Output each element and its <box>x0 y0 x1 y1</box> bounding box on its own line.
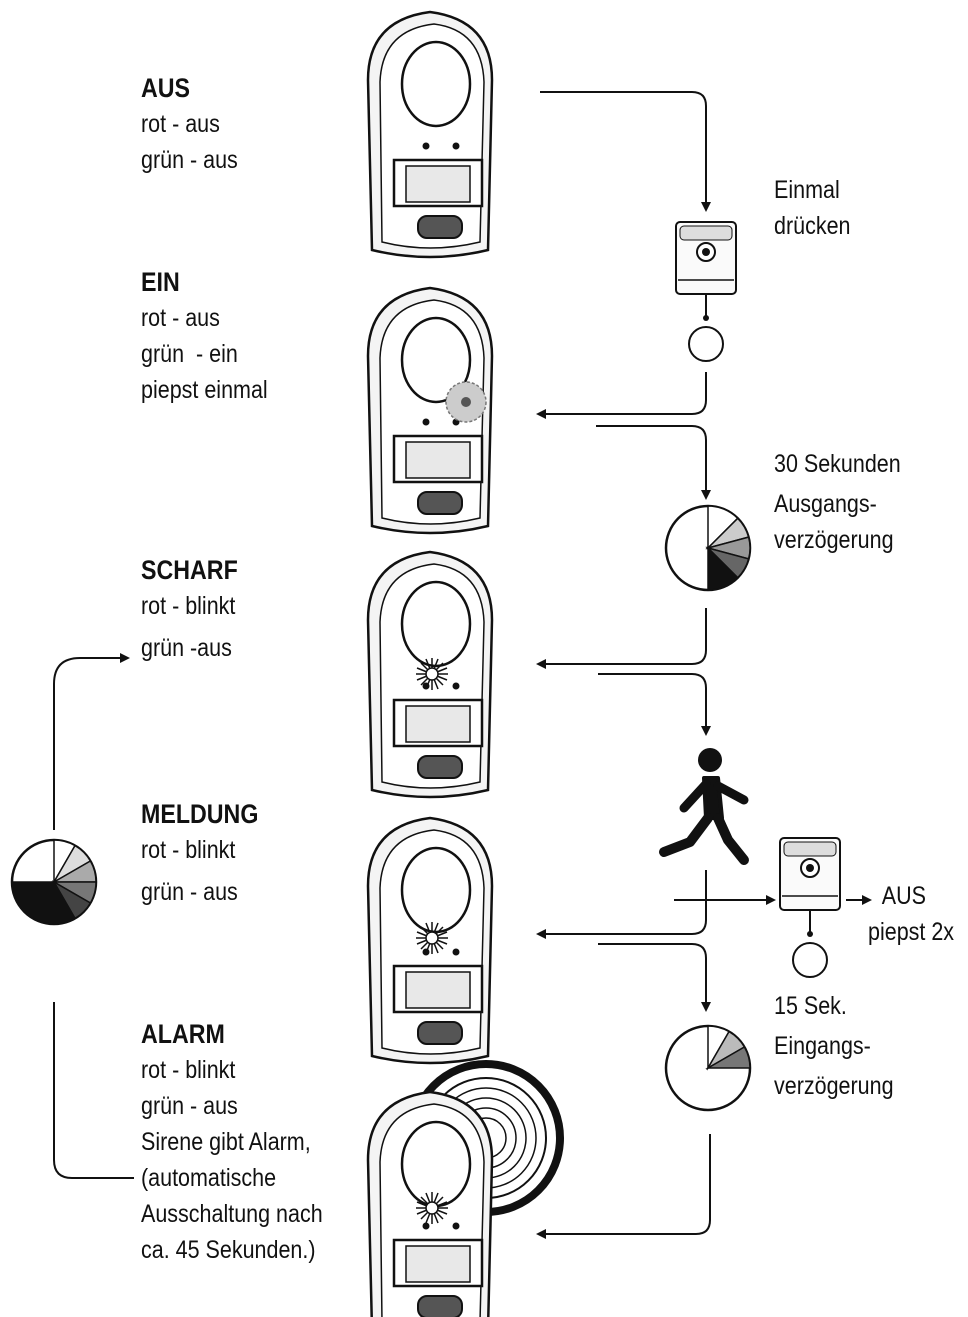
annotation-line: Einmal <box>774 176 840 204</box>
sensor-device-aus <box>366 10 494 259</box>
state-title: MELDUNG <box>141 799 259 829</box>
annotation-line: verzögerung <box>774 526 894 554</box>
state-line: rot - aus <box>141 110 220 138</box>
state-line: rot - blinkt <box>141 592 236 620</box>
state-title: EIN <box>141 267 180 297</box>
annotation-press-once: Einmal drücken <box>774 172 850 244</box>
flow-arrows <box>53 91 872 1239</box>
annotation-exit-delay: 30 Sekunden Ausgangs- verzögerung <box>774 446 901 558</box>
state-line: rot - blinkt <box>141 1056 236 1084</box>
state-line: grün -aus <box>141 634 232 662</box>
state-line: grün - ein <box>141 340 238 368</box>
annotation-line: 15 Sek. <box>774 992 847 1020</box>
alarm-timer-icon <box>10 838 98 926</box>
state-scharf: SCHARF rot - blinkt grün -aus <box>141 552 238 666</box>
annotation-line: AUS <box>881 882 926 910</box>
annotation-entry-delay: 15 Sek. Eingangs- verzögerung <box>774 988 894 1104</box>
remote-control-icon <box>779 837 841 978</box>
state-line: grün - aus <box>141 146 238 174</box>
state-title: AUS <box>141 73 191 103</box>
remote-control-icon <box>675 221 737 362</box>
state-line: piepst einmal <box>141 376 268 404</box>
annotation-line: drücken <box>774 212 851 240</box>
state-line: Sirene gibt Alarm, <box>141 1128 311 1156</box>
state-line: ca. 45 Sekunden.) <box>141 1236 316 1264</box>
state-line: Ausschaltung nach <box>141 1200 323 1228</box>
annotation-line: piepst 2x <box>868 918 955 946</box>
exit-delay-timer-icon <box>664 504 752 592</box>
state-title: SCHARF <box>141 555 238 585</box>
state-line: rot - blinkt <box>141 836 236 864</box>
annotation-line: Ausgangs- <box>774 490 877 518</box>
annotation-line: verzögerung <box>774 1072 894 1100</box>
state-alarm: ALARM rot - blinkt grün - aus Sirene gib… <box>141 1016 323 1268</box>
annotation-line: Eingangs- <box>774 1032 871 1060</box>
state-ein: EIN rot - aus grün - ein piepst einmal <box>141 264 268 408</box>
state-title: ALARM <box>141 1019 225 1049</box>
entry-delay-timer-icon <box>664 1024 752 1112</box>
state-meldung: MELDUNG rot - blinkt grün - aus <box>141 796 258 910</box>
annotation-line: 30 Sekunden <box>774 450 901 478</box>
state-line: grün - aus <box>141 878 238 906</box>
state-aus: AUS rot - aus grün - aus <box>141 70 238 178</box>
walking-person-icon <box>659 748 749 865</box>
state-line: (automatische <box>141 1164 277 1192</box>
annotation-off-result: AUS piepst 2x <box>868 878 954 950</box>
state-line: rot - aus <box>141 304 220 332</box>
state-line: grün - aus <box>141 1092 238 1120</box>
